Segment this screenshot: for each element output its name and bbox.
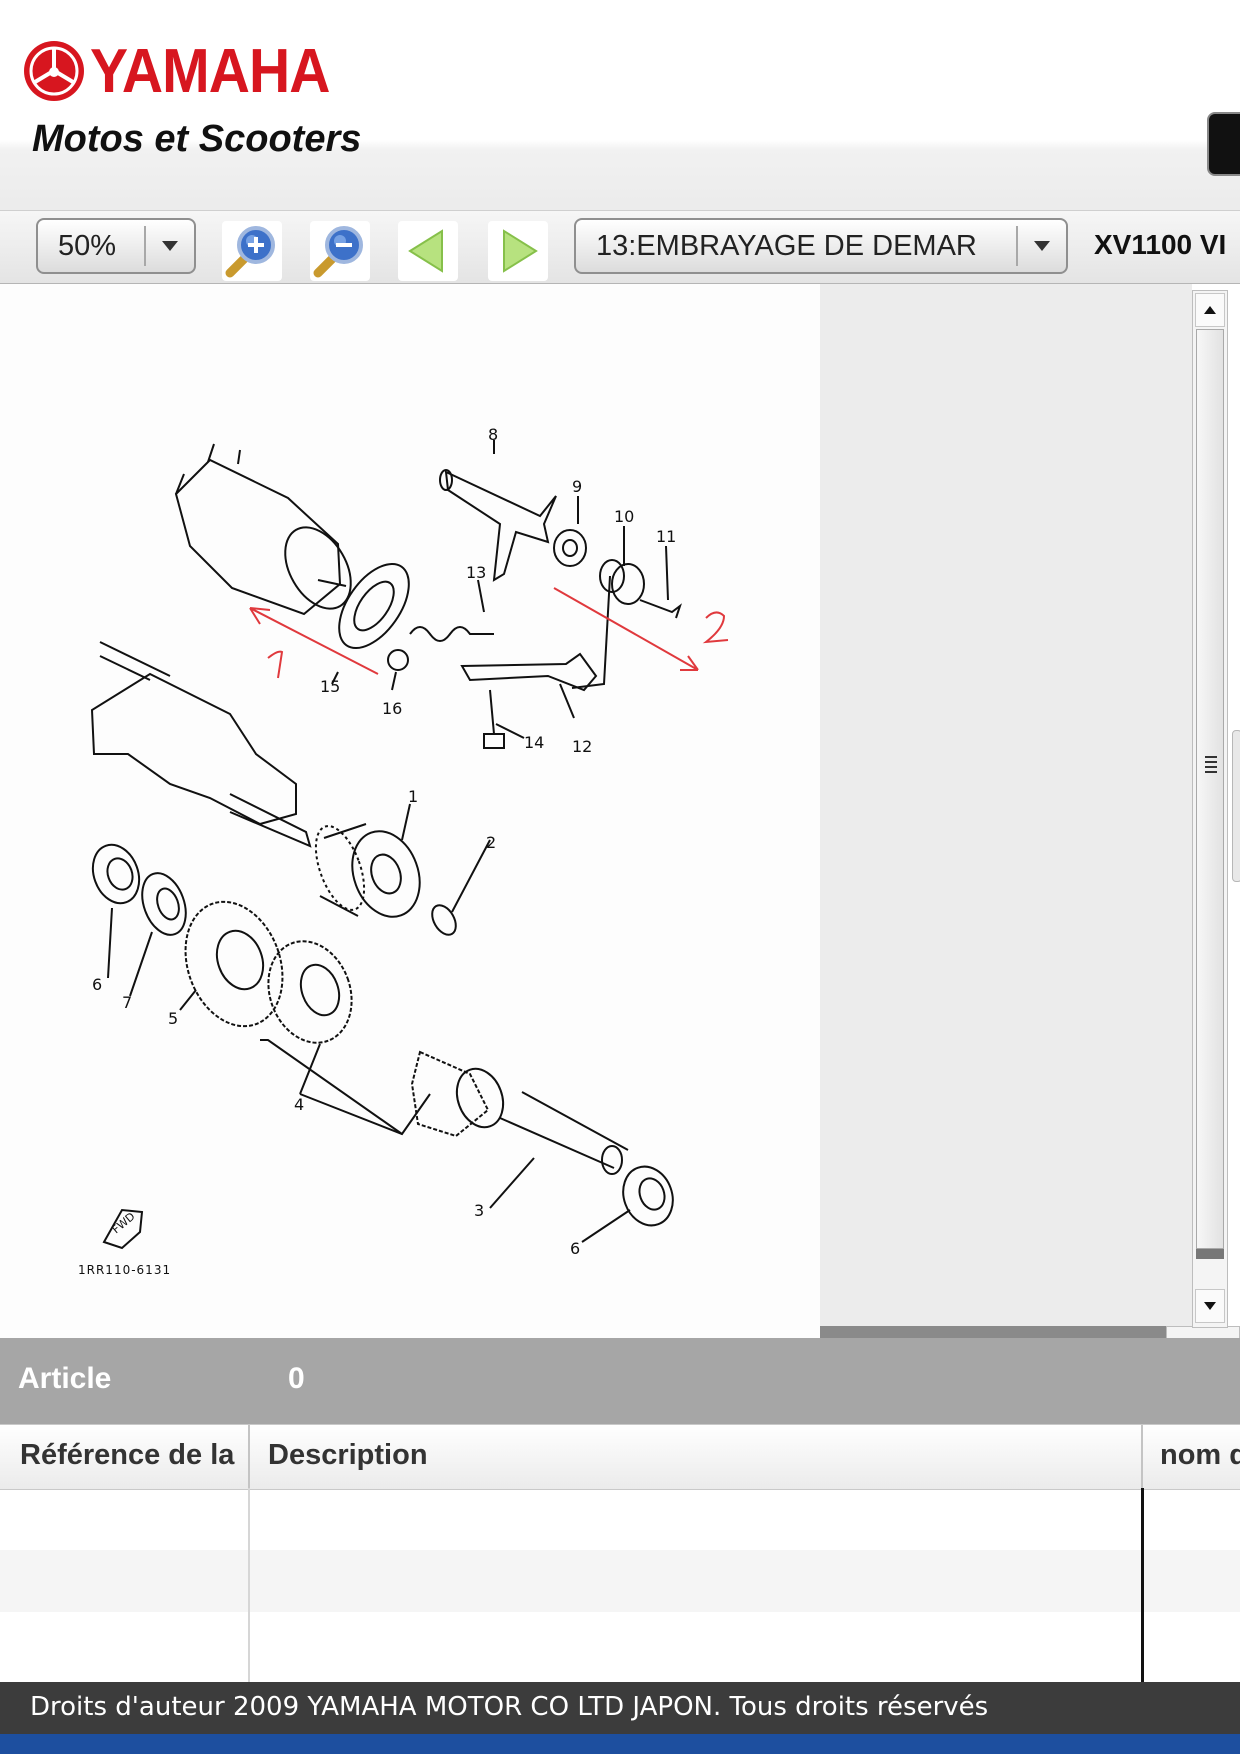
scroll-down-button[interactable] — [1195, 1289, 1225, 1323]
chevron-down-icon[interactable] — [146, 240, 194, 252]
callout-6-lower: 6 — [570, 1239, 580, 1258]
column-header-description[interactable]: Description — [268, 1439, 428, 1471]
callout-7: 7 — [122, 993, 132, 1012]
callout-6: 6 — [92, 975, 102, 994]
horizontal-scrollbar[interactable] — [820, 1326, 1166, 1338]
table-row[interactable] — [0, 1488, 1240, 1550]
table-header: Référence de la Description nom d — [0, 1424, 1240, 1490]
callout-13: 13 — [466, 563, 486, 582]
fwd-label: FWD — [110, 1210, 138, 1236]
callout-8: 8 — [488, 425, 498, 444]
zoom-in-icon — [225, 226, 275, 278]
callout-15: 15 — [320, 677, 340, 696]
yamaha-logo[interactable]: YAMAHA — [22, 36, 350, 106]
starter-solenoid — [174, 443, 352, 616]
scrollbar-track-marker — [1196, 1249, 1224, 1259]
column-divider[interactable] — [1141, 1425, 1143, 1489]
parts-diagram[interactable]: 8 9 10 11 13 15 16 14 12 1 2 6 7 5 4 3 6… — [0, 284, 820, 1338]
left-arrow-icon — [408, 229, 443, 273]
toolbar: 50% 13:EMBRAYAGE DE DEMAR — [0, 210, 1240, 284]
handwritten-mark-1 — [267, 650, 284, 679]
copyright-text: Droits d'auteur 2009 YAMAHA MOTOR CO LTD… — [30, 1692, 989, 1722]
model-label: XV1100 VI — [1094, 229, 1227, 260]
header-menu-button[interactable] — [1207, 112, 1240, 176]
callout-10: 10 — [614, 507, 634, 526]
column-divider[interactable] — [248, 1425, 250, 1489]
callout-3: 3 — [474, 1201, 484, 1220]
combo-divider — [144, 226, 146, 266]
zoom-in-button[interactable] — [222, 221, 282, 281]
vertical-scrollbar[interactable] — [1192, 290, 1228, 1328]
arrow-up-icon — [1204, 306, 1216, 314]
article-bar: Article 0 — [0, 1338, 1240, 1424]
zoom-out-icon — [313, 226, 363, 278]
article-count: 0 — [288, 1362, 305, 1395]
diagram-code: 1RR110-6131 — [78, 1263, 171, 1277]
column-divider — [1141, 1488, 1144, 1682]
article-label: Article — [18, 1362, 112, 1395]
exploded-view-drawing: 8 9 10 11 13 15 16 14 12 1 2 6 7 5 4 3 6… — [78, 425, 729, 1277]
callout-4: 4 — [294, 1095, 304, 1114]
table-row[interactable] — [0, 1612, 1240, 1674]
zoom-select[interactable]: 50% — [36, 218, 196, 274]
right-arrow-icon — [503, 229, 538, 273]
combo-divider — [1016, 226, 1018, 266]
zoom-out-button[interactable] — [310, 221, 370, 281]
column-header-name[interactable]: nom d — [1160, 1439, 1240, 1471]
callout-1: 1 — [408, 787, 418, 806]
callout-11: 11 — [656, 527, 676, 546]
diagram-empty-area — [820, 284, 1192, 1326]
footer: Droits d'auteur 2009 YAMAHA MOTOR CO LTD… — [0, 1682, 1240, 1734]
column-divider — [248, 1488, 250, 1682]
scrollbar-thumb[interactable] — [1196, 329, 1224, 1249]
page-select[interactable]: 13:EMBRAYAGE DE DEMAR — [574, 218, 1068, 274]
zoom-value: 50% — [58, 229, 117, 262]
scrollbar-grip-icon — [1205, 756, 1217, 773]
arrow-down-icon — [1204, 1302, 1216, 1310]
table-row[interactable] — [0, 1550, 1240, 1612]
handwritten-arrow-2 — [553, 587, 699, 671]
chevron-down-icon[interactable] — [1018, 240, 1066, 252]
side-panel-toggle[interactable] — [1232, 730, 1240, 882]
page-select-value: 13:EMBRAYAGE DE DEMAR — [596, 229, 977, 262]
bottom-bar — [0, 1734, 1240, 1754]
brand-name: YAMAHA — [90, 36, 330, 106]
next-page-button[interactable] — [488, 221, 548, 281]
callout-14: 14 — [524, 733, 544, 752]
previous-page-button[interactable] — [398, 221, 458, 281]
column-header-reference[interactable]: Référence de la — [20, 1439, 235, 1471]
scroll-up-button[interactable] — [1195, 293, 1225, 327]
callout-16: 16 — [382, 699, 402, 718]
callout-12: 12 — [572, 737, 592, 756]
header: YAMAHA Motos et Scooters — [0, 0, 1240, 210]
callout-9: 9 — [572, 477, 582, 496]
handwritten-mark-2 — [702, 611, 729, 644]
callout-5: 5 — [168, 1009, 178, 1028]
callout-2: 2 — [486, 833, 496, 852]
handwritten-arrow-1 — [249, 607, 379, 675]
site-subtitle: Motos et Scooters — [32, 118, 362, 160]
parts-table: Référence de la Description nom d — [0, 1424, 1240, 1682]
tuning-fork-emblem-icon — [24, 41, 84, 101]
